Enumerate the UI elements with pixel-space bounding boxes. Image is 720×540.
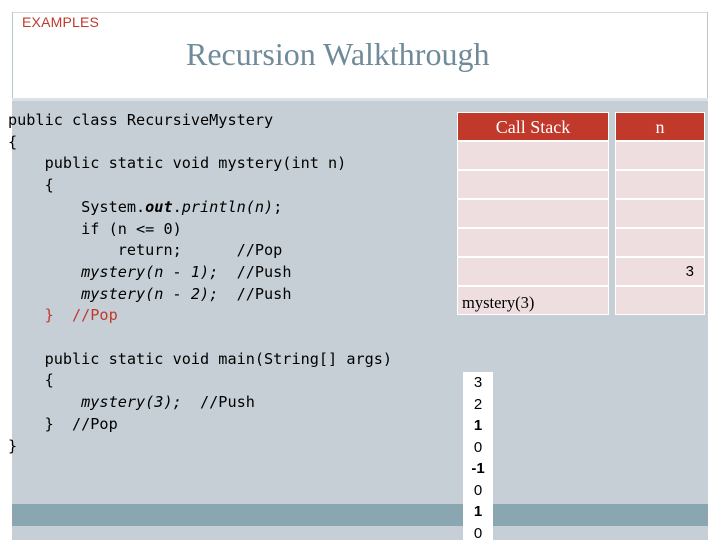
code-line-8-comment: //Push	[218, 262, 292, 281]
stack-n-cell: 3	[615, 257, 705, 286]
output-line: 1	[473, 417, 483, 434]
output-line: 3	[473, 374, 483, 391]
n-header-label: n	[655, 117, 665, 137]
output-line: 0	[473, 524, 483, 540]
stack-frame-cell	[457, 199, 609, 228]
code-line-7: return; //Pop	[8, 241, 283, 260]
output-line: 2	[473, 395, 483, 413]
code-line-8-call: mystery(n - 1);	[8, 262, 219, 281]
stack-frame-cell	[457, 170, 609, 199]
output-line: 0	[473, 481, 483, 499]
panel-divider	[12, 98, 708, 101]
code-line-5-prefix: System.	[8, 197, 146, 216]
code-line-2: {	[8, 132, 18, 151]
stack-frame-cell: mystery(3)	[457, 286, 609, 315]
stack-n-cell	[615, 170, 705, 199]
section-label: EXAMPLES	[22, 14, 100, 30]
footer-bar	[12, 504, 708, 526]
stack-frame-cell	[457, 228, 609, 257]
code-line-9-comment: //Push	[218, 284, 292, 303]
code-listing: public class RecursiveMystery { public s…	[8, 110, 392, 457]
call-stack-header: Call Stack	[457, 112, 609, 141]
code-line-14-comment: //Push	[181, 393, 255, 412]
code-line-15: } //Pop	[8, 414, 118, 433]
console-output: 3 2 1 0 -1 0 1 0	[463, 372, 493, 540]
slide-frame-top	[12, 12, 708, 13]
stack-n-cell	[615, 228, 705, 257]
n-header: n	[615, 112, 705, 141]
code-line-1: public class RecursiveMystery	[8, 111, 274, 129]
stack-n-value: 3	[685, 263, 694, 280]
code-line-5-semicolon: ;	[273, 197, 283, 216]
code-line-5-out: out	[145, 197, 173, 216]
code-line-6: if (n <= 0)	[8, 219, 182, 238]
call-stack-table: Call Stack n 3 mystery(3)	[457, 112, 705, 344]
code-line-3: public static void mystery(int n)	[8, 154, 347, 173]
code-line-10-comment: //Pop	[53, 306, 118, 325]
code-line-10-brace: }	[8, 306, 54, 325]
stack-n-cell	[615, 199, 705, 228]
code-line-16: }	[8, 436, 18, 455]
stack-frame-label: mystery(3)	[462, 293, 535, 312]
stack-frame-cell	[457, 257, 609, 286]
footer-strip	[12, 526, 708, 540]
code-line-5-println: println(n)	[181, 197, 274, 216]
stack-frame-cell	[457, 141, 609, 170]
stack-n-cell	[615, 286, 705, 315]
slide-frame-left	[12, 12, 13, 98]
code-line-14-call: mystery(3);	[8, 393, 182, 412]
slide-title: Recursion Walkthrough	[186, 36, 490, 72]
code-line-13: {	[8, 371, 54, 390]
output-line: -1	[471, 460, 485, 477]
output-line: 0	[473, 438, 483, 456]
output-line: 1	[473, 503, 483, 520]
code-line-4: {	[8, 176, 54, 195]
stack-n-cell	[615, 141, 705, 170]
code-line-5-dot: .	[172, 197, 182, 216]
code-line-12: public static void main(String[] args)	[8, 349, 393, 368]
call-stack-header-label: Call Stack	[495, 117, 571, 137]
code-line-9-call: mystery(n - 2);	[8, 284, 219, 303]
slide-frame-right	[707, 12, 708, 98]
